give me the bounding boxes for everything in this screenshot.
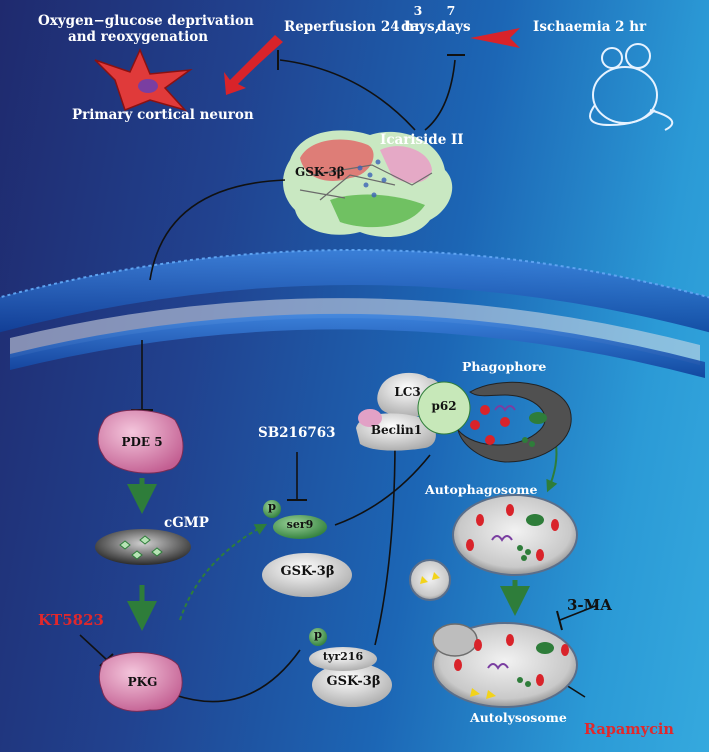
cgmp-label: cGMP <box>164 515 209 531</box>
tyr216-pill <box>309 647 377 671</box>
icariside-to-days-line <box>424 59 456 131</box>
ischaemia-red-arrow <box>470 28 520 48</box>
tyr216-phospho <box>309 628 327 646</box>
lysosome-vesicle <box>409 559 451 601</box>
pde5-shape <box>97 409 184 474</box>
ogd-label-line2: and reoxygenation <box>67 28 209 45</box>
icariside-to-reperfusion-line <box>279 59 416 131</box>
activation-arrows <box>127 478 530 631</box>
ser9-pill <box>273 515 327 539</box>
pde5-label: PDE 5 <box>121 435 163 449</box>
connector-lines <box>79 59 599 703</box>
three-ma-inhibit-bar <box>556 610 563 631</box>
cell-membrane <box>0 249 709 378</box>
phagophore-shape <box>457 381 572 463</box>
rapamycin-line <box>565 684 586 698</box>
pkg-to-gsk-line <box>174 649 301 703</box>
kt5823-line <box>79 634 108 661</box>
ser9-phospho <box>263 500 281 518</box>
cgmp-disc <box>95 529 191 565</box>
autophagosome-label: Autophagosome <box>425 482 538 497</box>
p62-shape <box>417 381 471 435</box>
ser9-to-beclin-line <box>334 454 431 526</box>
three-ma-line <box>559 604 599 621</box>
gsk3b-tyr216-label: GSK-3β <box>326 674 381 689</box>
reperfusion-label: Reperfusion 24 hr, <box>284 19 425 35</box>
pkg-label: PKG <box>127 675 158 689</box>
days-7-word: days <box>437 19 471 35</box>
autolysosome-label: Autolysosome <box>470 710 567 725</box>
pkg-to-ser9-arrow <box>179 523 268 621</box>
days-7-number: 7 <box>446 3 456 18</box>
icariside-label: Icariside II <box>380 132 464 148</box>
autolysosome-vesicle <box>432 622 578 708</box>
red-arrows <box>224 28 520 95</box>
gsk3b-protein-surface <box>283 130 453 237</box>
membrane-to-pde5-line <box>149 179 286 281</box>
tyr216-to-beclin-line <box>374 439 396 646</box>
tyr216-label: tyr216 <box>322 650 364 663</box>
lc3-label: LC3 <box>394 385 421 399</box>
neuron-label: Primary cortical neuron <box>72 107 254 123</box>
autophagy-initiation-complex <box>356 372 471 451</box>
phagophore-label: Phagophore <box>462 359 547 374</box>
gsk3b-tyr216-body <box>312 663 392 707</box>
sb216763-label: SB216763 <box>258 425 336 441</box>
autophagosome-vesicle <box>452 494 578 576</box>
protein-gsk3b-label: GSK-3β <box>295 165 345 179</box>
kt5823-label: KT5823 <box>38 611 104 629</box>
three-ma-label: 3-MA <box>567 596 612 614</box>
rapamycin-label: Rapamycin <box>584 721 674 738</box>
gsk3b-ser9-body <box>262 553 352 597</box>
days-3-word: days, <box>401 19 440 35</box>
mouse-outline <box>589 43 674 131</box>
ischaemia-label: Ischaemia 2 hr <box>533 19 647 35</box>
tyr216-p-label: p <box>313 627 323 641</box>
ser9-p-label: p <box>267 499 277 513</box>
pink-blob <box>358 409 382 427</box>
pkg-shape <box>99 652 183 712</box>
days-3-number: 3 <box>413 3 423 18</box>
neuron-cell <box>94 48 193 112</box>
ogd-red-arrow <box>224 35 283 95</box>
beclin1-label: Beclin1 <box>370 423 423 437</box>
ogd-label-line1: Oxygen−glucose deprivation <box>38 13 254 29</box>
p62-label: p62 <box>431 399 457 413</box>
ser9-label: ser9 <box>286 518 314 531</box>
gsk3b-ser9-label: GSK-3β <box>280 564 335 579</box>
